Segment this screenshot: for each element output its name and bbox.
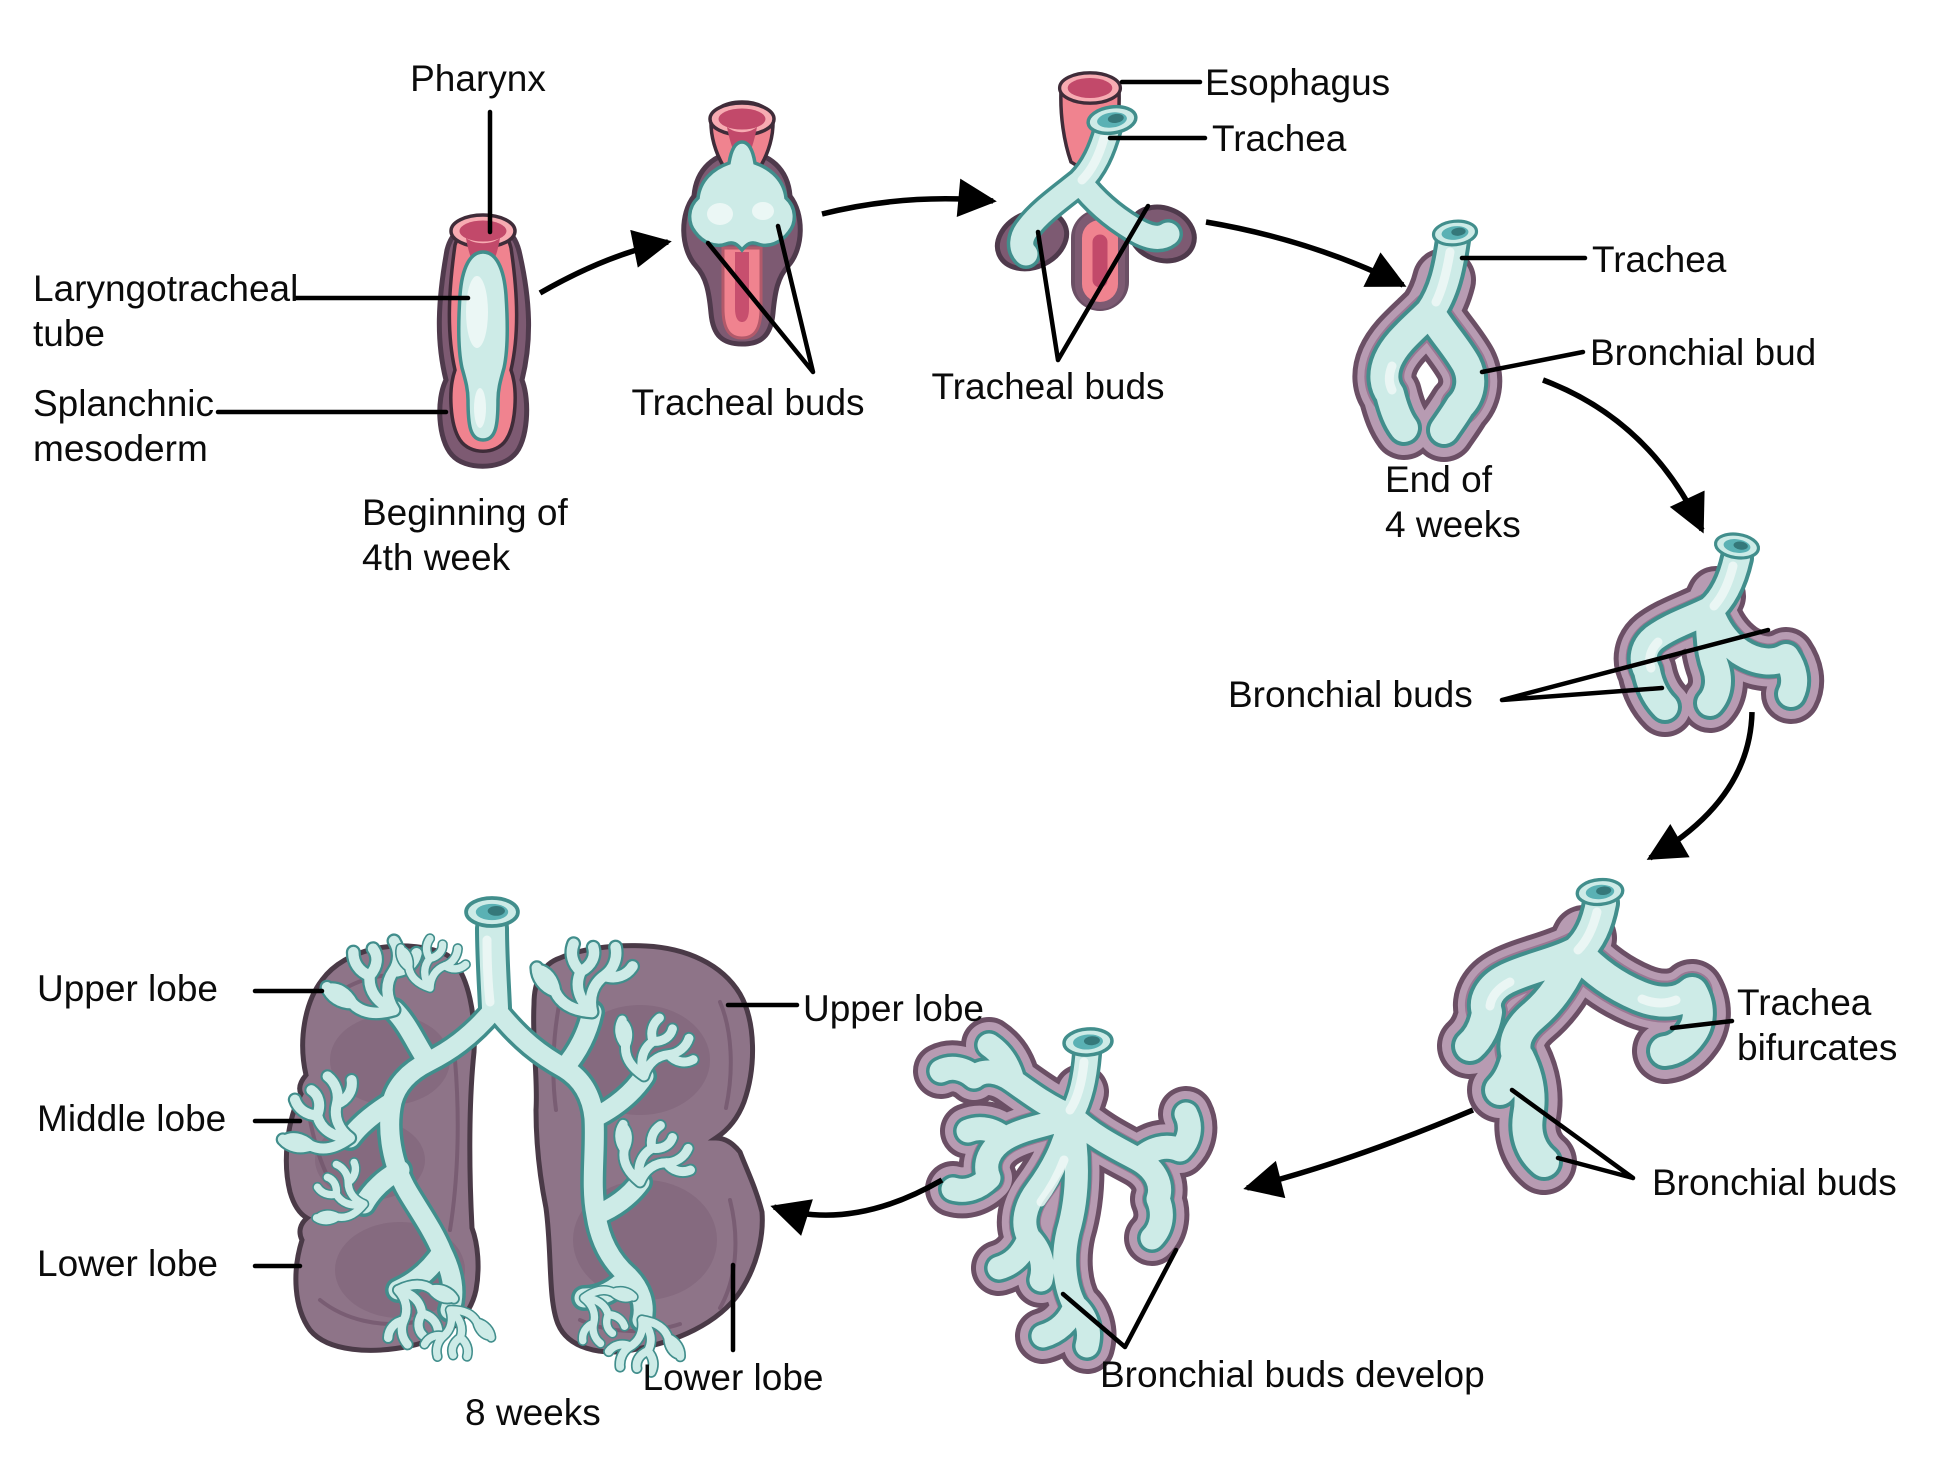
stage1-highlight-lower <box>474 388 486 428</box>
stage3-trachea-esophagus <box>994 71 1197 311</box>
bronchial-bud-leader-line <box>1479 349 1586 375</box>
stage4-trachea-and-buds-shape <box>1366 222 1489 448</box>
stage8-lungs-8-weeks <box>267 896 765 1381</box>
bronchial-buds-stage6-leader-lines <box>1509 1087 1636 1181</box>
tracheal-buds-stage2-leader-lines <box>705 223 816 375</box>
arrow-stage6-to-stage7 <box>1243 1107 1475 1199</box>
stage2-pharynx-opening <box>708 101 776 137</box>
tracheal-buds-stage3-leader-lines <box>1035 203 1151 363</box>
arrow-stage4-to-stage5 <box>1542 377 1705 534</box>
fetal-trachea-opening <box>464 896 520 928</box>
stage4-end-of-4-weeks <box>1352 217 1503 462</box>
stage2-tracheal-buds <box>681 100 803 347</box>
arrow-stage1-to-stage2 <box>538 229 672 296</box>
stage1-highlight <box>466 276 488 348</box>
stage5-bronchial-buds <box>1613 529 1825 737</box>
stage2-highlight2 <box>752 202 774 220</box>
arrow-stage3-to-stage4 <box>1205 219 1407 288</box>
stage7-trachea-opening <box>1061 1025 1115 1059</box>
stage5-buds-shape <box>1626 541 1812 724</box>
stage1-pharynx-opening <box>449 213 517 249</box>
arrow-stage7-to-stage8 <box>770 1177 944 1236</box>
arrow-stage2-to-stage3 <box>821 178 997 218</box>
arrow-stage5-to-stage6 <box>1646 711 1755 861</box>
stage7-bronchial-buds-develop <box>913 1017 1218 1374</box>
leader-lines <box>215 79 1771 1353</box>
flow-arrows <box>538 178 1755 1236</box>
stage2-highlight <box>707 203 733 225</box>
fetal-trachea-shape <box>337 911 657 1333</box>
stage6-buds-shape <box>1451 884 1717 1181</box>
bronchial-buds-develop-leader-lines <box>1060 1247 1179 1350</box>
stage7-buds-shape <box>926 1030 1205 1361</box>
stage3-esophagus-opening <box>1057 71 1123 105</box>
stage4-trachea-opening <box>1430 217 1480 249</box>
trachea-bifurcates-leader-line <box>1669 1018 1735 1031</box>
stage1-laryngotracheal-tube <box>436 213 532 469</box>
stage6-trachea-bifurcates <box>1437 876 1731 1195</box>
bronchial-buds-stage5-leader-lines <box>1499 627 1771 703</box>
